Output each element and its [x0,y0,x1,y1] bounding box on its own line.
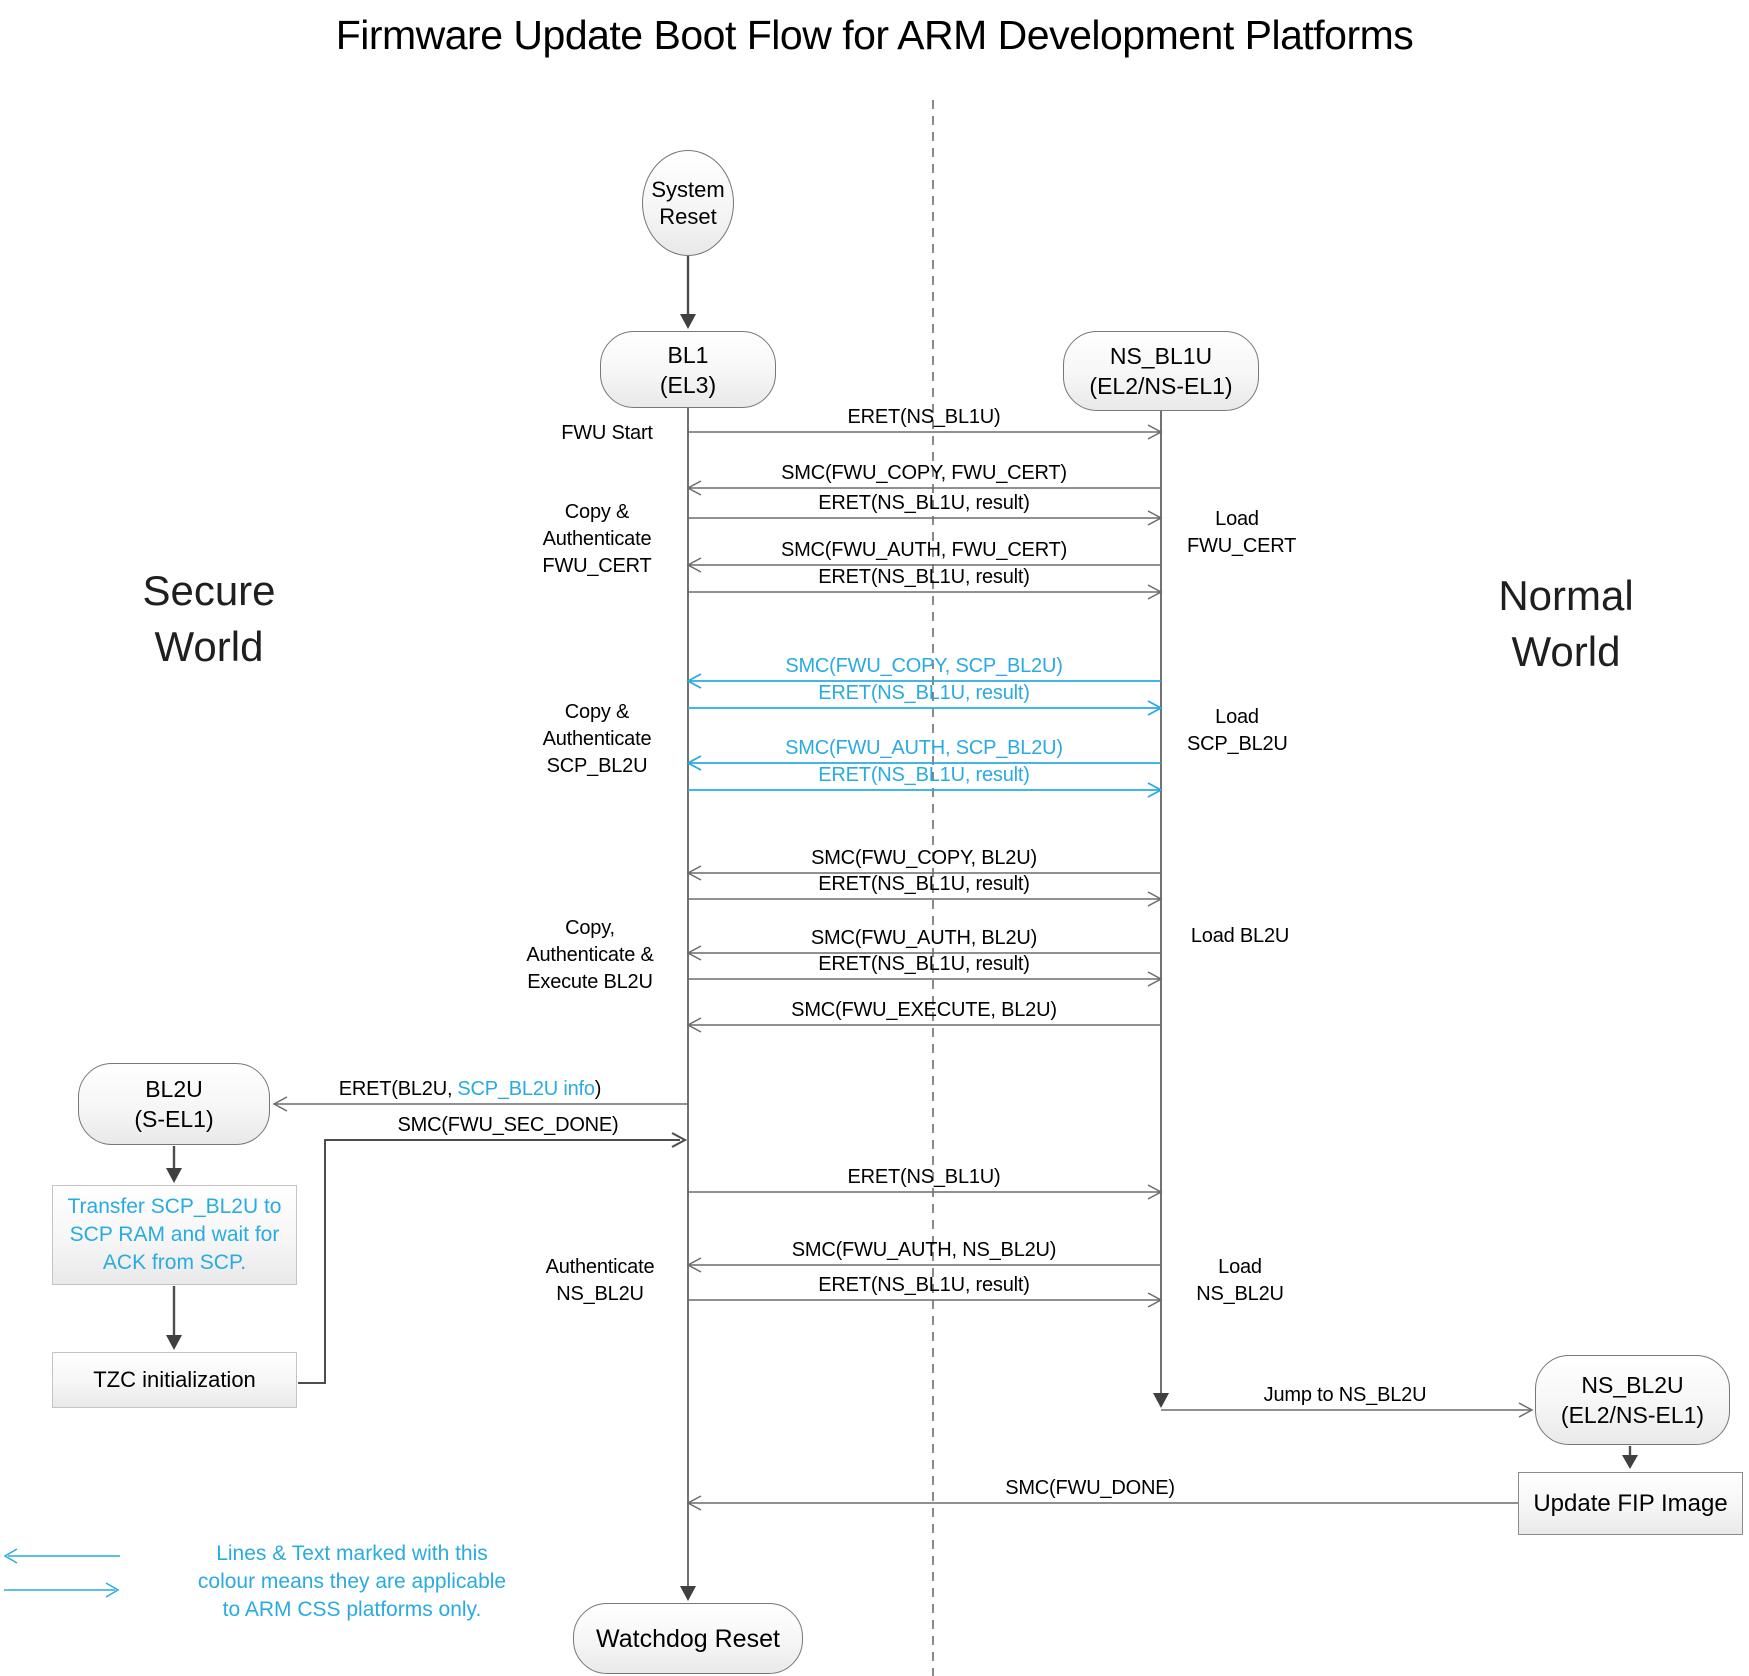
normal-world-label: Normal World [1498,572,1634,675]
note-copy-auth-fwu-cert: Copy & Authenticate FWU_CERT [542,501,652,577]
msg-eret-result-1: ERET(NS_BL1U, result) [818,492,1030,514]
node-tzc-init: TZC initialization [52,1352,297,1408]
msg-smc-fwu-auth-bl2u: SMC(FWU_AUTH, BL2U) [810,927,1038,949]
head-jump-to-ns-bl2u [1518,1402,1534,1418]
head-smc-auth-ns-bl2u [686,1257,702,1273]
ns-bl2u-line2: (EL2/NS-EL1) [1560,1402,1705,1428]
msg-jump-to-ns-bl2u: Jump to NS_BL2U [1263,1384,1427,1406]
head-eret-result-6 [1147,971,1163,987]
node-ns-bl1u: NS_BL1U (EL2/NS-EL1) [1063,331,1259,411]
node-bl2u: BL2U (S-EL1) [78,1063,270,1145]
bl1-line1: BL1 [667,341,709,368]
ns-bl1u-line2: (EL2/NS-EL1) [1089,373,1233,399]
ns-bl1u-line1: NS_BL1U [1109,343,1213,369]
note-copy-auth-exec-bl2u: Copy, Authenticate & Execute BL2U [526,917,654,993]
head-smc-copy-bl2u [686,865,702,881]
note-copy-auth-scp-bl2u: Copy & Authenticate SCP_BL2U [542,701,652,777]
head-smc-fwu-done [686,1495,702,1511]
head-smc-execute-bl2u [686,1017,702,1033]
note-load-scp-bl2u: Load SCP_BL2U [1187,706,1288,755]
flow-arrows [172,256,1632,1457]
cyan-messages [3,673,1163,1598]
head-eret-result-7 [1147,1292,1163,1308]
tzc-init-text: TZC initialization [93,1367,256,1392]
node-update-fip: Update FIP Image [1518,1472,1743,1535]
node-bl1: BL1 (EL3) [600,331,776,408]
page-title: Firmware Update Boot Flow for ARM Develo… [335,12,1414,58]
ns-bl2u-line1: NS_BL2U [1581,1372,1684,1398]
head-eret-result-5 [1147,891,1163,907]
arrowhead-bl2u-to-transfer [166,1168,182,1183]
msg-eret-bl2u-info: SCP_BL2U info [457,1078,595,1100]
head-smc-auth-scp-bl2u [686,755,702,771]
msg-eret-bl2u-prefix: ERET(BL2U, [338,1078,453,1100]
msg-eret-bl2u-suffix: ) [594,1078,602,1100]
head-smc-copy-scp-bl2u [686,673,702,689]
system-reset-line1: System [651,177,725,202]
node-system-reset: System Reset [642,150,734,256]
msg-smc-fwu-auth-ns-bl2u: SMC(FWU_AUTH, NS_BL2U) [791,1239,1057,1261]
legend-right-arrow-head [105,1582,120,1598]
line-smc-sec-done [298,1139,680,1384]
head-smc-auth-bl2u [686,945,702,961]
arrowhead-ns-bl2u-to-update-fip [1622,1455,1638,1469]
lifelines [687,408,1162,1586]
gray-messages [272,424,1534,1511]
note-authenticate-ns-bl2u: Authenticate NS_BL2U [545,1256,655,1305]
msg-smc-fwu-copy-bl2u: SMC(FWU_COPY, BL2U) [811,847,1037,869]
msg-smc-fwu-sec-done: SMC(FWU_SEC_DONE) [397,1114,619,1136]
head-eret-result-1 [1147,510,1163,526]
msg-smc-fwu-auth-fwu-cert: SMC(FWU_AUTH, FWU_CERT) [780,539,1068,561]
legend-text: Lines & Text marked with this colour mea… [197,1542,507,1621]
transfer-scp-text: Transfer SCP_BL2U to SCP RAM and wait fo… [67,1195,282,1274]
head-eret-result-4 [1147,782,1163,798]
bl2u-line2: (S-EL1) [134,1106,214,1132]
node-ns-bl2u: NS_BL2U (EL2/NS-EL1) [1535,1355,1730,1445]
msg-eret-ns-bl1u-1: ERET(NS_BL1U) [847,406,1001,428]
flow-arrowheads [166,314,1638,1601]
update-fip-text: Update FIP Image [1533,1489,1728,1517]
secure-world-label: Secure World [142,567,276,670]
head-eret-1 [1147,424,1163,440]
head-smc-auth-fwu-cert [686,557,702,573]
head-eret-bl2u [272,1096,288,1112]
msg-eret-bl2u-scp-info: ERET(BL2U,SCP_BL2U info) [339,1077,602,1101]
msg-smc-fwu-auth-scp-bl2u: SMC(FWU_AUTH, SCP_BL2U) [785,737,1063,759]
head-smc-copy-fwu-cert [686,480,702,496]
msg-eret-result-4: ERET(NS_BL1U, result) [818,764,1030,786]
head-eret-2 [1147,1184,1163,1200]
node-transfer-scp: Transfer SCP_BL2U to SCP RAM and wait fo… [52,1185,297,1285]
msg-smc-fwu-copy-scp-bl2u: SMC(FWU_COPY, SCP_BL2U) [785,655,1063,677]
note-load-ns-bl2u: Load NS_BL2U [1196,1256,1284,1305]
msg-eret-result-2: ERET(NS_BL1U, result) [818,566,1030,588]
head-eret-result-3 [1147,700,1163,716]
msg-smc-fwu-done: SMC(FWU_DONE) [1005,1477,1175,1499]
smc-sec-done-connector [298,1132,688,1384]
arrowhead-ns-bl1u-lifeline-end [1153,1393,1169,1408]
bl1-line2: (EL3) [659,371,717,398]
node-watchdog-reset: Watchdog Reset [573,1603,803,1674]
msg-smc-fwu-copy-fwu-cert: SMC(FWU_COPY, FWU_CERT) [781,462,1067,484]
system-reset-line2: Reset [659,204,717,229]
note-fwu-start: FWU Start [561,422,653,444]
note-load-fwu-cert: Load FWU_CERT [1187,508,1297,557]
msg-eret-ns-bl1u-2: ERET(NS_BL1U) [847,1166,1001,1188]
msg-eret-result-6: ERET(NS_BL1U, result) [818,953,1030,975]
msg-smc-fwu-execute-bl2u: SMC(FWU_EXECUTE, BL2U) [791,999,1057,1021]
legend-left-arrow-head [3,1548,18,1564]
bl2u-line1: BL2U [145,1076,203,1102]
watchdog-reset-text: Watchdog Reset [596,1624,780,1653]
arrowhead-bl1-lifeline-end [680,1586,696,1601]
msg-eret-result-7: ERET(NS_BL1U, result) [818,1274,1030,1296]
head-eret-result-2 [1147,584,1163,600]
msg-eret-result-5: ERET(NS_BL1U, result) [818,873,1030,895]
arrowhead-system-reset [680,314,696,329]
head-smc-sec-done [671,1132,688,1148]
note-load-bl2u: Load BL2U [1190,925,1290,947]
msg-eret-result-3: ERET(NS_BL1U, result) [818,682,1030,704]
arrowhead-transfer-to-tzc [166,1335,182,1350]
